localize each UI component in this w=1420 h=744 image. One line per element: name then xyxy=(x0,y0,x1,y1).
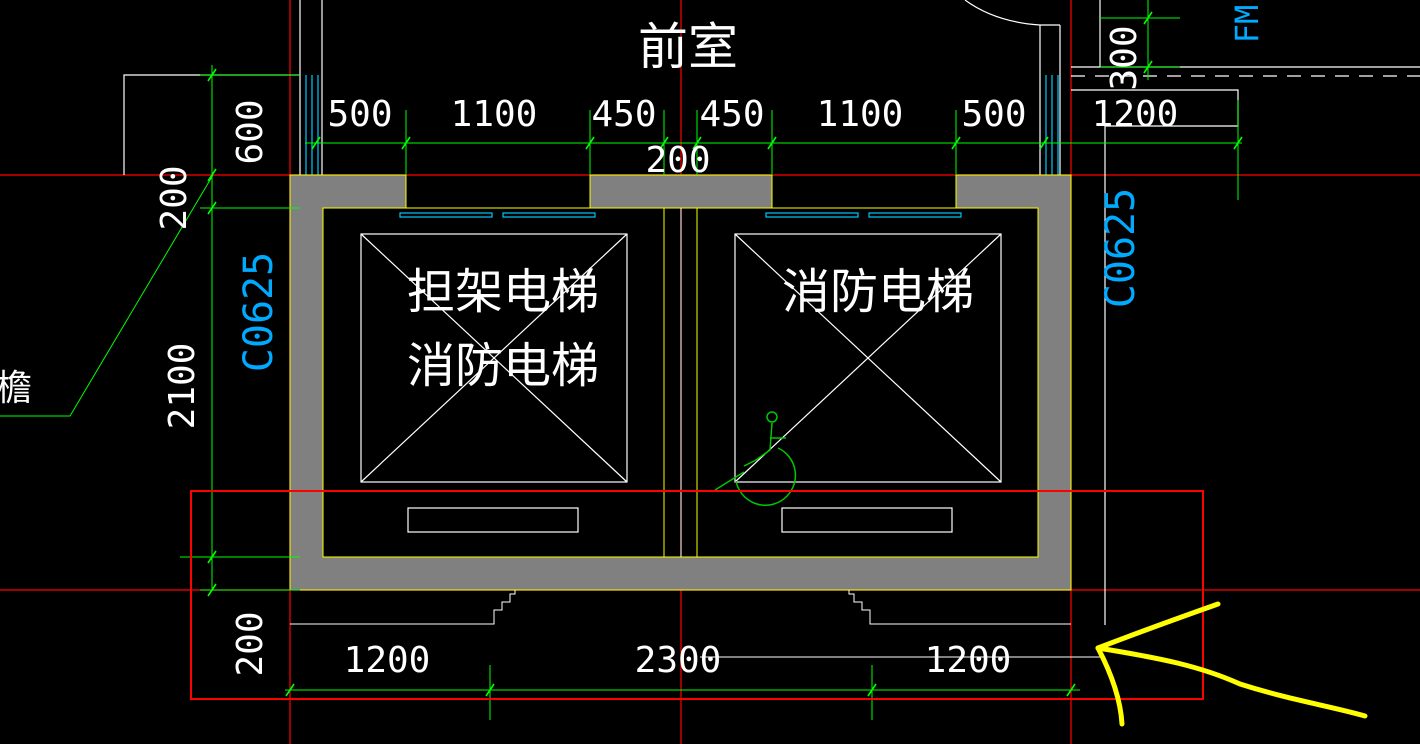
window-labels: C0625 C0625 FM xyxy=(236,5,1266,372)
room-labels: 前室 担架电梯 消防电梯 消防电梯 檐 xyxy=(0,18,974,409)
dim-bottom-1: 1200 xyxy=(344,640,431,681)
dimension-texts: 500 1100 450 450 1100 500 200 1200 300 6… xyxy=(154,25,1178,681)
elevator-car-left xyxy=(360,233,628,483)
dim-top-center: 200 xyxy=(645,140,710,181)
dim-top-2: 1100 xyxy=(451,94,538,135)
dim-top-6: 500 xyxy=(961,94,1026,135)
elevator-car-right xyxy=(734,233,1002,483)
annotation-arrow-icon xyxy=(1095,601,1368,727)
bottom-steps xyxy=(290,590,1100,658)
dim-bottom-3: 1200 xyxy=(925,640,1012,681)
dim-top-1: 500 xyxy=(327,94,392,135)
dim-left-600: 600 xyxy=(230,99,271,164)
window-label-left: C0625 xyxy=(236,252,282,372)
window-label-right: C0625 xyxy=(1098,188,1144,308)
dim-top-4: 450 xyxy=(699,94,764,135)
dim-left-200-top: 200 xyxy=(154,165,195,230)
dim-left-2100: 2100 xyxy=(162,343,203,430)
anteroom-label: 前室 xyxy=(638,18,738,76)
dim-left-200-bottom: 200 xyxy=(230,611,271,676)
highlight-box xyxy=(190,490,1204,700)
dimension-ticks xyxy=(207,11,1243,697)
fm-label: FM xyxy=(1228,5,1266,44)
door-sills xyxy=(399,212,962,218)
fire-elevator-label-left: 消防电梯 xyxy=(407,338,599,394)
wheelchair-icon xyxy=(714,411,797,506)
window-symbols-top xyxy=(305,75,1059,175)
stretcher-elevator-label: 担架电梯 xyxy=(407,264,599,320)
dim-bottom-2: 2300 xyxy=(635,640,722,681)
counterweights xyxy=(407,507,953,533)
dimension-lines xyxy=(0,0,1242,720)
fire-elevator-label-right: 消防电梯 xyxy=(782,264,974,320)
dim-top-right: 1200 xyxy=(1092,94,1179,135)
eave-label: 檐 xyxy=(0,368,32,409)
dim-top-right-vertical: 300 xyxy=(1104,25,1145,90)
dim-top-3: 450 xyxy=(591,94,656,135)
upper-outlines xyxy=(123,0,1420,625)
dim-top-5: 1100 xyxy=(817,94,904,135)
